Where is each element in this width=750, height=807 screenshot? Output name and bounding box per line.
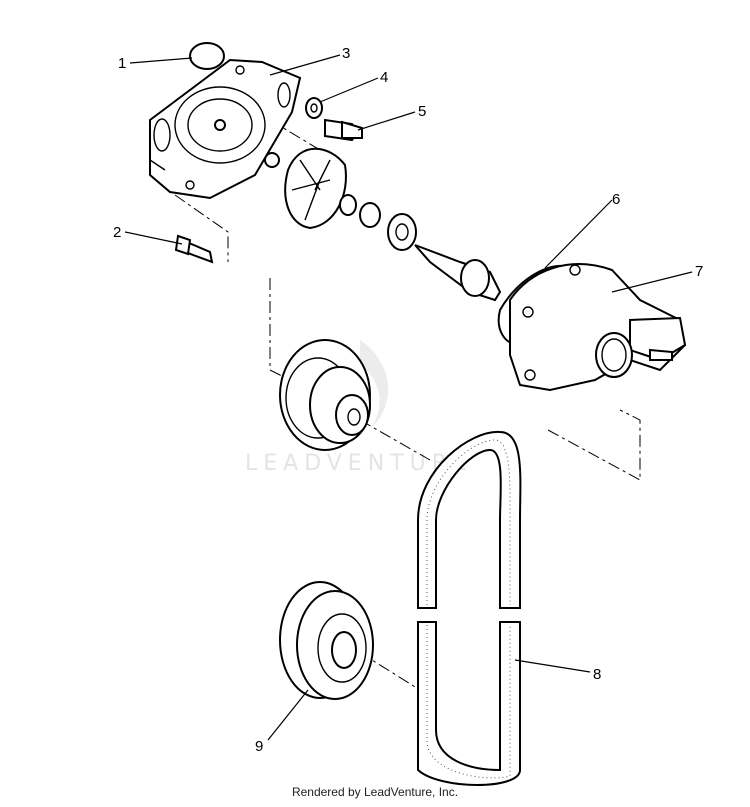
part-bolt: [324, 118, 363, 142]
callout-3: 3: [342, 45, 350, 62]
part-pump-cover: [149, 58, 302, 200]
part-pump-housing: [497, 263, 687, 392]
part-cap: [189, 42, 225, 70]
part-washer: [305, 97, 323, 119]
callout-6: 6: [612, 191, 620, 208]
part-belt: [417, 430, 522, 786]
part-shaft: [414, 244, 502, 302]
footer-credit: Rendered by LeadVenture, Inc.: [291, 785, 459, 799]
watermark-text: LEADVENTURE: [245, 451, 473, 476]
leader-lines: [124, 54, 693, 741]
part-upper-pulley: [279, 339, 371, 451]
callout-2: 2: [113, 224, 121, 241]
callouts: 1 2 3 4 5 6 7 8 9: [113, 45, 703, 755]
callout-9: 9: [255, 738, 263, 755]
callout-1: 1: [118, 55, 126, 72]
callout-7: 7: [695, 263, 703, 280]
assembly-axes: [174, 119, 641, 691]
callout-4: 4: [380, 69, 388, 86]
callout-8: 8: [593, 666, 601, 683]
part-lower-pulley: [279, 581, 374, 700]
watermark: LEADVENTURE: [245, 340, 473, 476]
part-impeller: [264, 147, 417, 251]
part-bolt-lower: [174, 234, 214, 264]
callout-5: 5: [418, 103, 426, 120]
